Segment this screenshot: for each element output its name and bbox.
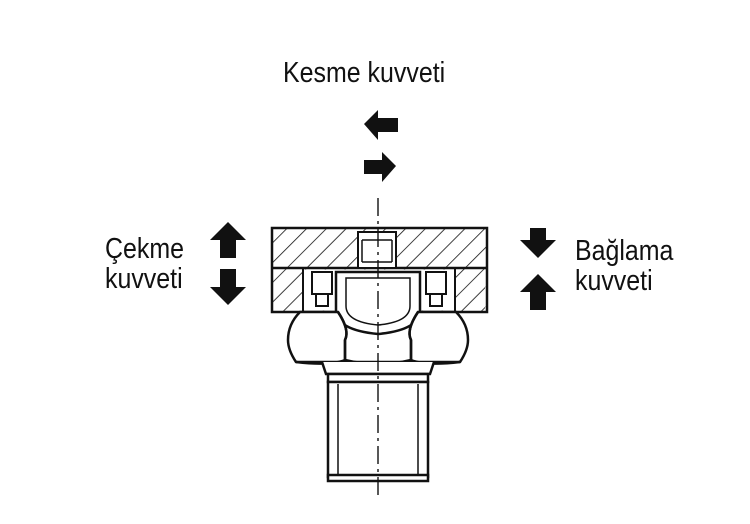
pull-force-label-line2: kuvveti: [105, 263, 183, 295]
left-pin: [311, 271, 333, 307]
pull-force-label-line1: Çekme: [105, 233, 184, 265]
clamp-up-arrow-icon: [520, 274, 556, 310]
clamp-force-label-line2: kuvveti: [575, 265, 653, 297]
clamp-down-arrow-icon: [520, 228, 556, 258]
right-pin: [425, 271, 447, 307]
clamp-force-label-line1: Bağlama: [575, 235, 674, 267]
shear-force-label: Kesme kuvveti: [283, 57, 446, 89]
pull-down-arrow-icon: [210, 269, 246, 305]
shear-right-arrow-icon: [364, 152, 396, 182]
pull-up-arrow-icon: [210, 222, 246, 258]
shear-left-arrow-icon: [364, 110, 398, 140]
